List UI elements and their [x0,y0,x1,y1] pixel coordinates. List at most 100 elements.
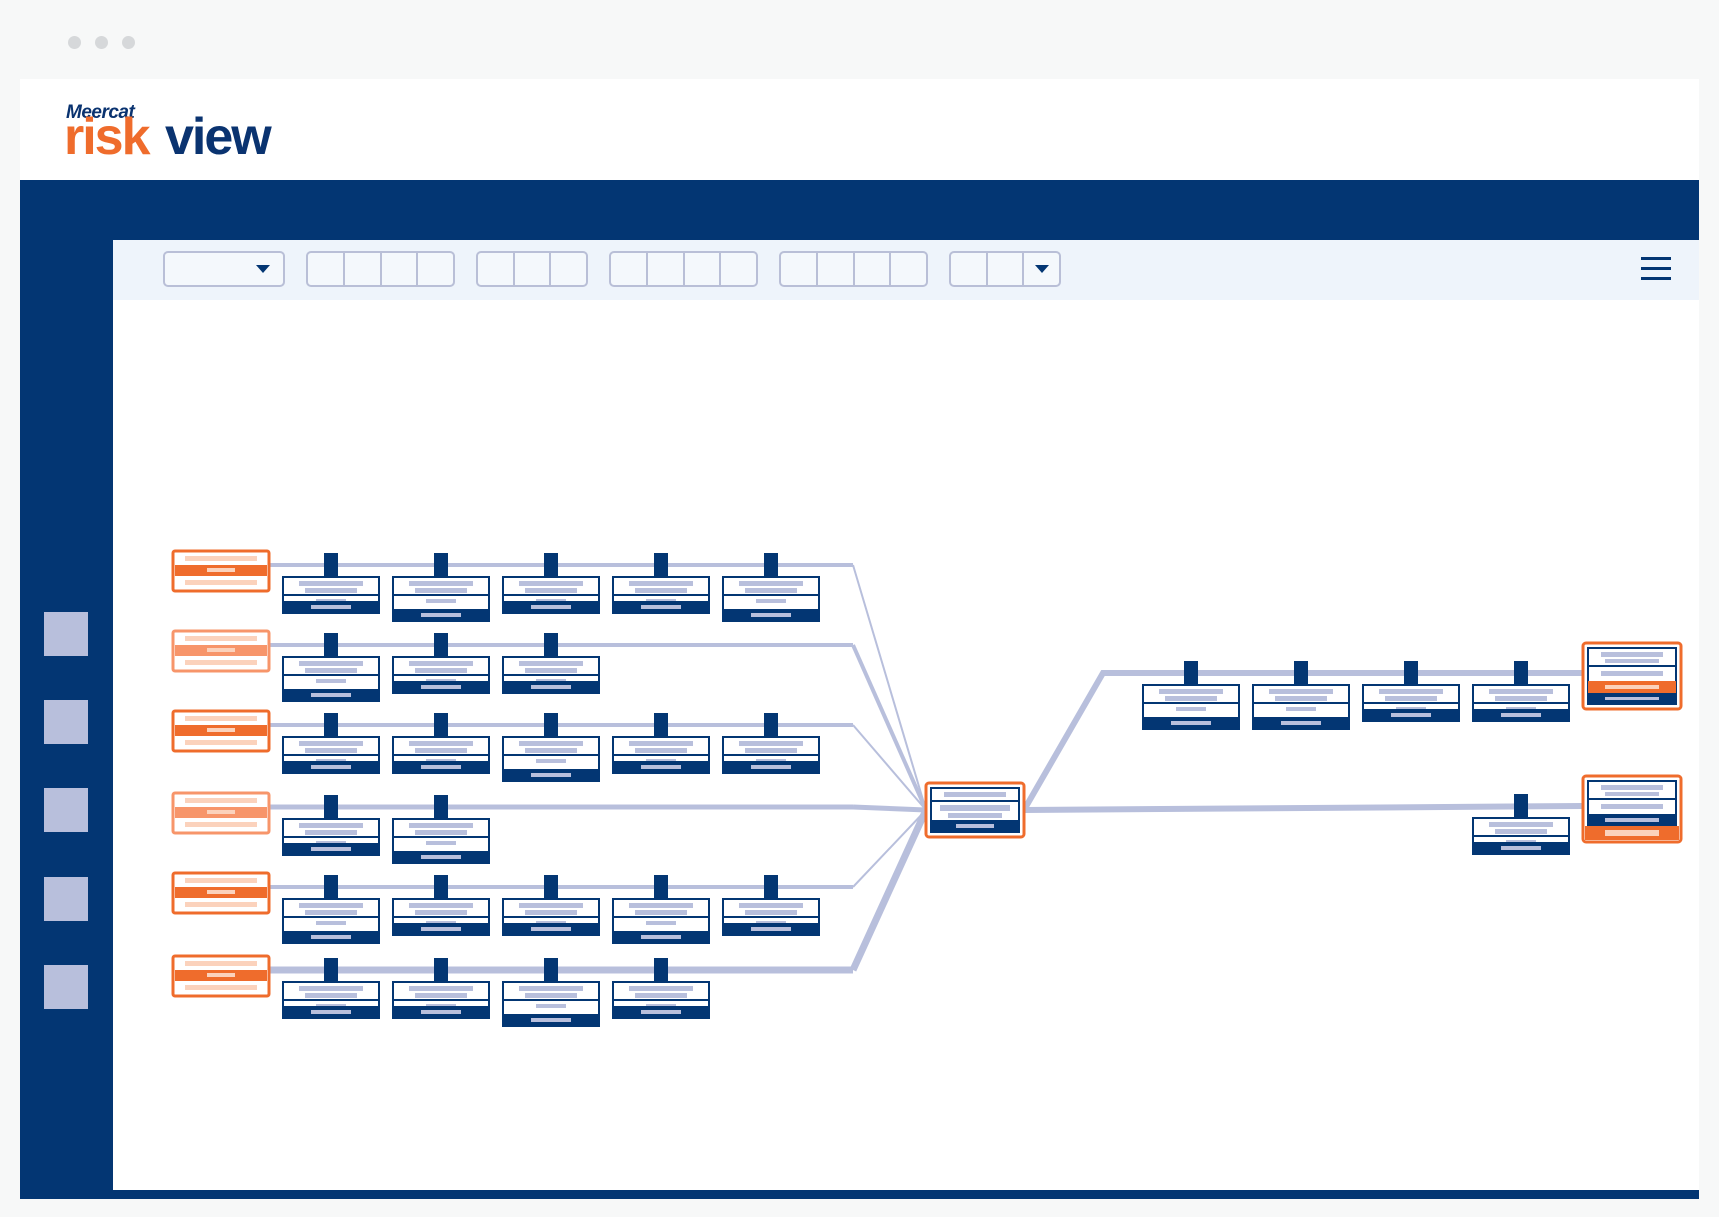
barrier-line [311,1010,351,1014]
barrier-line [311,605,351,609]
barrier-line [311,935,351,939]
barrier-line [1495,696,1547,701]
barrier-line [629,903,693,908]
connector-line [852,809,927,888]
barrier-line [305,748,357,753]
barrier-line [531,605,571,609]
toolbar-segment[interactable] [308,253,345,285]
bowtie-diagram [171,549,1683,1027]
threat-line [207,728,235,732]
barrier-line [635,910,687,915]
barrier-line [525,993,577,998]
threat-line [185,822,257,827]
barrier-line [1489,689,1553,694]
barrier-line [751,927,791,931]
barrier-line [641,1010,681,1014]
barrier-line [415,748,467,753]
barrier-line [519,903,583,908]
barrier-line [1501,713,1541,717]
barrier-line [519,581,583,586]
logo-brand-top: Meercat [66,102,135,123]
barrier-line [305,668,357,673]
barrier-tab [764,553,778,579]
barrier-tab [324,875,338,901]
toolbar-segment[interactable] [891,253,926,285]
sidebar-button-2[interactable] [44,700,88,744]
toolbar-segment[interactable] [685,253,722,285]
barrier-tab [1294,661,1308,687]
window-dot-close[interactable] [68,36,81,49]
window-dot-maximize[interactable] [122,36,135,49]
barrier-line [409,741,473,746]
barrier-tab [434,795,448,821]
toolbar-segment[interactable] [818,253,855,285]
chevron-down-icon[interactable] [1024,253,1059,285]
toolbar-segment[interactable] [345,253,382,285]
barrier-line [519,741,583,746]
barrier-line [299,661,363,666]
barrier-tab [434,553,448,579]
hamburger-menu-icon[interactable] [1641,257,1671,281]
connector-line [852,724,927,811]
barrier-line [646,921,676,925]
toolbar-segment[interactable] [951,253,988,285]
barrier-line [635,748,687,753]
toolbar-segmented-2 [476,251,588,287]
barrier-line [525,910,577,915]
barrier-line [1281,721,1321,725]
toolbar-segmented-4 [779,251,928,287]
barrier-line [311,765,351,769]
app-window: Meercat risk view [20,79,1699,1199]
sidebar-button-5[interactable] [44,965,88,1009]
toolbar-segment[interactable] [721,253,756,285]
logo-brand-risk: risk [64,108,151,166]
threat-line [185,902,257,907]
sidebar-button-3[interactable] [44,788,88,832]
threat-line [185,660,257,665]
sidebar-button-4[interactable] [44,877,88,921]
top-event-line [956,824,994,828]
toolbar-segment[interactable] [418,253,453,285]
barrier-line [1171,721,1211,725]
barrier-line [421,1010,461,1014]
barrier-line [1379,689,1443,694]
toolbar-segment[interactable] [648,253,685,285]
consequence-line [1605,697,1659,700]
riskview-logo[interactable]: Meercat risk view [44,93,294,173]
toolbar-segment[interactable] [988,253,1025,285]
sidebar-button-1[interactable] [44,612,88,656]
consequence-line [1605,659,1659,663]
barrier-tab [324,795,338,821]
threat-line [207,810,235,814]
barrier-tab [434,875,448,901]
threat-line [185,878,257,883]
toolbar-segment[interactable] [551,253,586,285]
toolbar-dropdown[interactable] [163,251,285,287]
barrier-line [1495,829,1547,834]
toolbar-segment[interactable] [855,253,892,285]
threat-line [185,740,257,745]
barrier-tab [654,958,668,984]
toolbar-segment[interactable] [478,253,515,285]
connector-line [851,644,928,811]
barrier-line [415,993,467,998]
threat-line [185,961,257,966]
barrier-line [536,1004,566,1008]
barrier-line [409,661,473,666]
toolbar-segment[interactable] [382,253,419,285]
toolbar-segment[interactable] [781,253,818,285]
barrier-tab [1404,661,1418,687]
barrier-line [415,668,467,673]
barrier-line [531,773,571,777]
diagram-canvas [113,300,1699,1190]
toolbar-segmented-1 [306,251,455,287]
barrier-line [421,927,461,931]
toolbar-segment[interactable] [611,253,648,285]
barrier-line [525,668,577,673]
barrier-line [756,599,786,603]
barrier-line [1385,696,1437,701]
toolbar-segment[interactable] [515,253,552,285]
barrier-line [311,847,351,851]
window-dot-minimize[interactable] [95,36,108,49]
threat-line [185,716,257,721]
